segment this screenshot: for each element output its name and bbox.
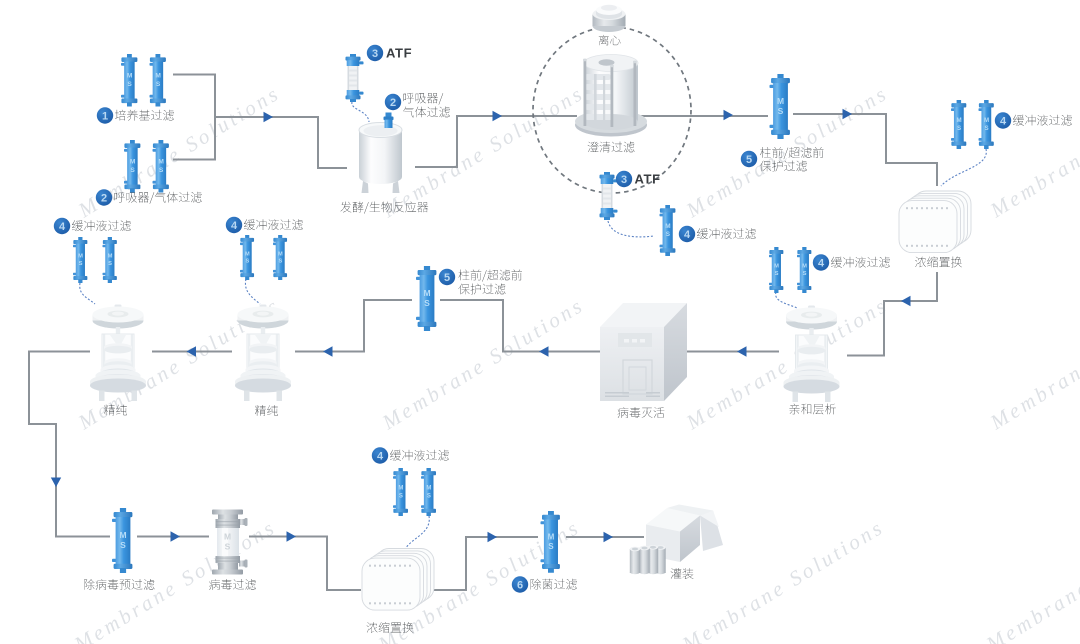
- svg-text:1: 1: [102, 110, 108, 122]
- svg-text:4: 4: [231, 220, 238, 232]
- svg-text:ATF: ATF: [635, 171, 661, 186]
- svg-text:S: S: [225, 542, 231, 552]
- svg-text:3: 3: [621, 174, 627, 186]
- svg-text:6: 6: [517, 579, 523, 591]
- svg-text:4: 4: [818, 257, 825, 269]
- svg-text:4: 4: [377, 450, 384, 462]
- svg-text:5: 5: [746, 154, 752, 166]
- svg-text:3: 3: [372, 48, 378, 60]
- svg-text:5: 5: [444, 272, 450, 284]
- svg-text:4: 4: [684, 229, 691, 241]
- svg-text:2: 2: [101, 192, 107, 204]
- svg-text:4: 4: [59, 221, 66, 233]
- svg-text:4: 4: [1000, 115, 1007, 127]
- svg-text:M: M: [224, 532, 231, 542]
- svg-text:2: 2: [390, 97, 396, 109]
- svg-text:ATF: ATF: [386, 46, 412, 61]
